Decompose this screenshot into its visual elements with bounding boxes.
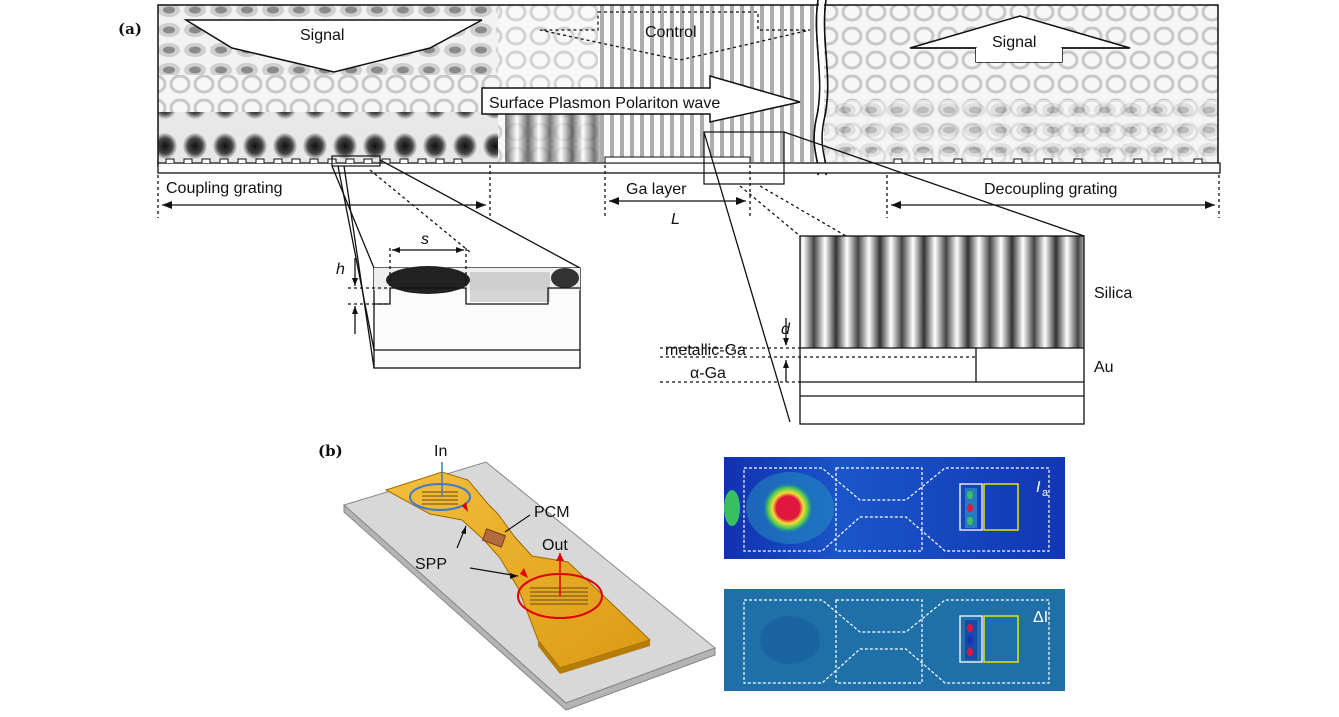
s-label: s (421, 231, 429, 248)
control-label: Control (645, 24, 697, 41)
spp-label: Surface Plasmon Polariton wave (489, 95, 720, 112)
h-label: h (336, 261, 345, 278)
region-coupling: Coupling grating (157, 165, 491, 218)
decoupling-label: Decoupling grating (984, 181, 1117, 198)
spp-arrow: Surface Plasmon Polariton wave (481, 75, 801, 123)
device-illustration: In PCM Out SPP (343, 443, 716, 711)
d-label: d (781, 321, 791, 338)
panel-a-label: (a) (118, 20, 142, 38)
out-label: Out (542, 537, 568, 554)
coupling-label: Coupling grating (166, 180, 283, 197)
pcm-block (481, 528, 507, 548)
in-grating (422, 491, 458, 505)
metal-surface (157, 156, 1221, 174)
au-label: Au (1094, 359, 1114, 376)
panel-b-label: (b) (318, 442, 343, 460)
signal-in-arrow: Signal (183, 19, 483, 73)
intensity-map-top: I a (724, 457, 1065, 559)
difference-map-bottom: ΔI (724, 589, 1065, 691)
signal-out-label: Signal (992, 34, 1036, 51)
region-decoupling: Decoupling grating (886, 175, 1220, 218)
metallic-ga-label: metallic-Ga (665, 342, 746, 359)
control-arrow: Control (539, 11, 811, 61)
length-symbol: L (671, 211, 680, 228)
grating-inset: s h (331, 155, 581, 369)
signal-in-label: Signal (300, 27, 344, 44)
alpha-ga-label: α-Ga (690, 365, 726, 382)
ia-label: I (1036, 479, 1041, 496)
signal-out-arrow: Signal (909, 15, 1131, 63)
ia-sub: a (1042, 487, 1049, 499)
out-grating (530, 587, 588, 605)
region-ga-layer: Ga layer L (604, 165, 751, 228)
delta-i-label: ΔI (1033, 609, 1048, 626)
ga-layer-label: Ga layer (626, 181, 687, 198)
in-label: In (434, 443, 447, 460)
pcm-label: PCM (534, 504, 570, 521)
layer-inset: d Silica Au metallic-Ga α-Ga (660, 131, 1132, 425)
spp-device-label: SPP (415, 556, 447, 573)
silica-label: Silica (1094, 285, 1132, 302)
